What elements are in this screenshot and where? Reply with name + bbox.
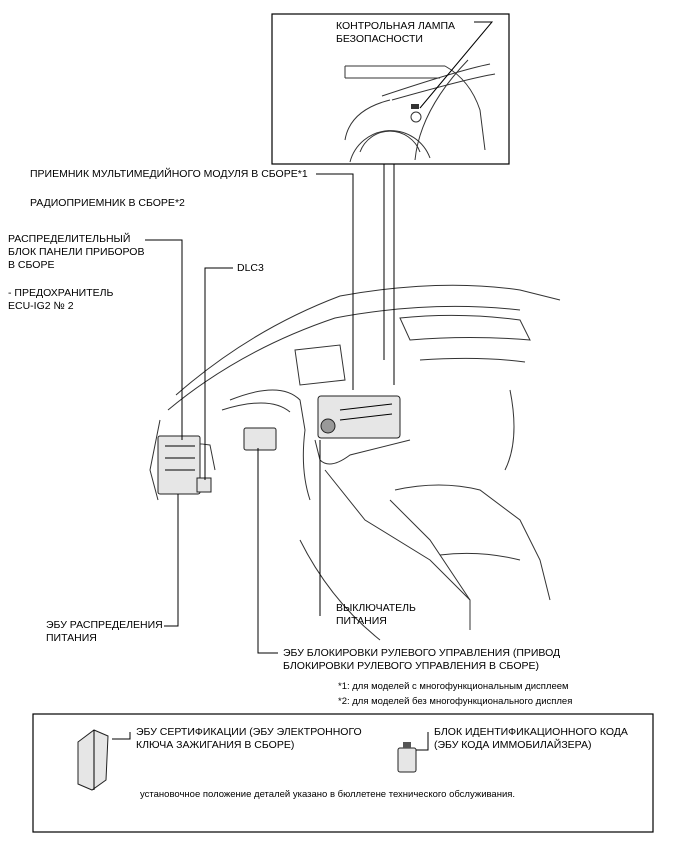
security-lamp-label: КОНТРОЛЬНАЯ ЛАМПА БЕЗОПАСНОСТИ [336, 20, 456, 45]
cert-ecu-label: ЭБУ СЕРТИФИКАЦИИ (ЭБУ ЭЛЕКТРОННОГО КЛЮЧА… [136, 726, 362, 751]
radio-receiver-label: РАДИОПРИЕМНИК В СБОРЕ*2 [30, 197, 185, 209]
dlc3-part [196, 477, 212, 493]
power-switch-label: ВЫКЛЮЧАТЕЛЬ ПИТАНИЯ [336, 602, 416, 627]
fuse-label: - ПРЕДОХРАНИТЕЛЬ ECU-IG2 № 2 [8, 287, 114, 312]
junction-block-label: РАСПРЕДЕЛИТЕЛЬНЫЙ БЛОК ПАНЕЛИ ПРИБОРОВ В… [8, 233, 145, 271]
id-code-leader [416, 732, 429, 751]
legend-frame [32, 713, 654, 833]
steering-lock-part [243, 427, 277, 451]
multimedia-receiver-part [317, 395, 401, 439]
leader-lines [145, 21, 494, 654]
cert-ecu-leader [112, 732, 131, 740]
power-dist-ecu-label: ЭБУ РАСПРЕДЕЛЕНИЯ ПИТАНИЯ [46, 619, 163, 644]
footnote-1: *1: для моделей с многофункциональным ди… [338, 681, 569, 692]
install-note: установочное положение деталей указано в… [140, 789, 516, 800]
cert-ecu-icon [77, 729, 109, 791]
dashboard-outline [149, 284, 561, 641]
multimedia-receiver-label: ПРИЕМНИК МУЛЬТИМЕДИЙНОГО МОДУЛЯ В СБОРЕ*… [30, 168, 308, 180]
steering-lock-ecu-label: ЭБУ БЛОКИРОВКИ РУЛЕВОГО УПРАВЛЕНИЯ (ПРИВ… [283, 647, 561, 672]
id-code-box-icon [397, 742, 417, 773]
inset-cluster-drawing [344, 59, 496, 163]
junction-block-part [157, 435, 201, 495]
dlc3-label: DLC3 [237, 262, 264, 274]
footnote-2: *2: для моделей без многофункционального… [338, 696, 573, 707]
id-code-box-label: БЛОК ИДЕНТИФИКАЦИОННОГО КОДА (ЭБУ КОДА И… [434, 726, 628, 751]
